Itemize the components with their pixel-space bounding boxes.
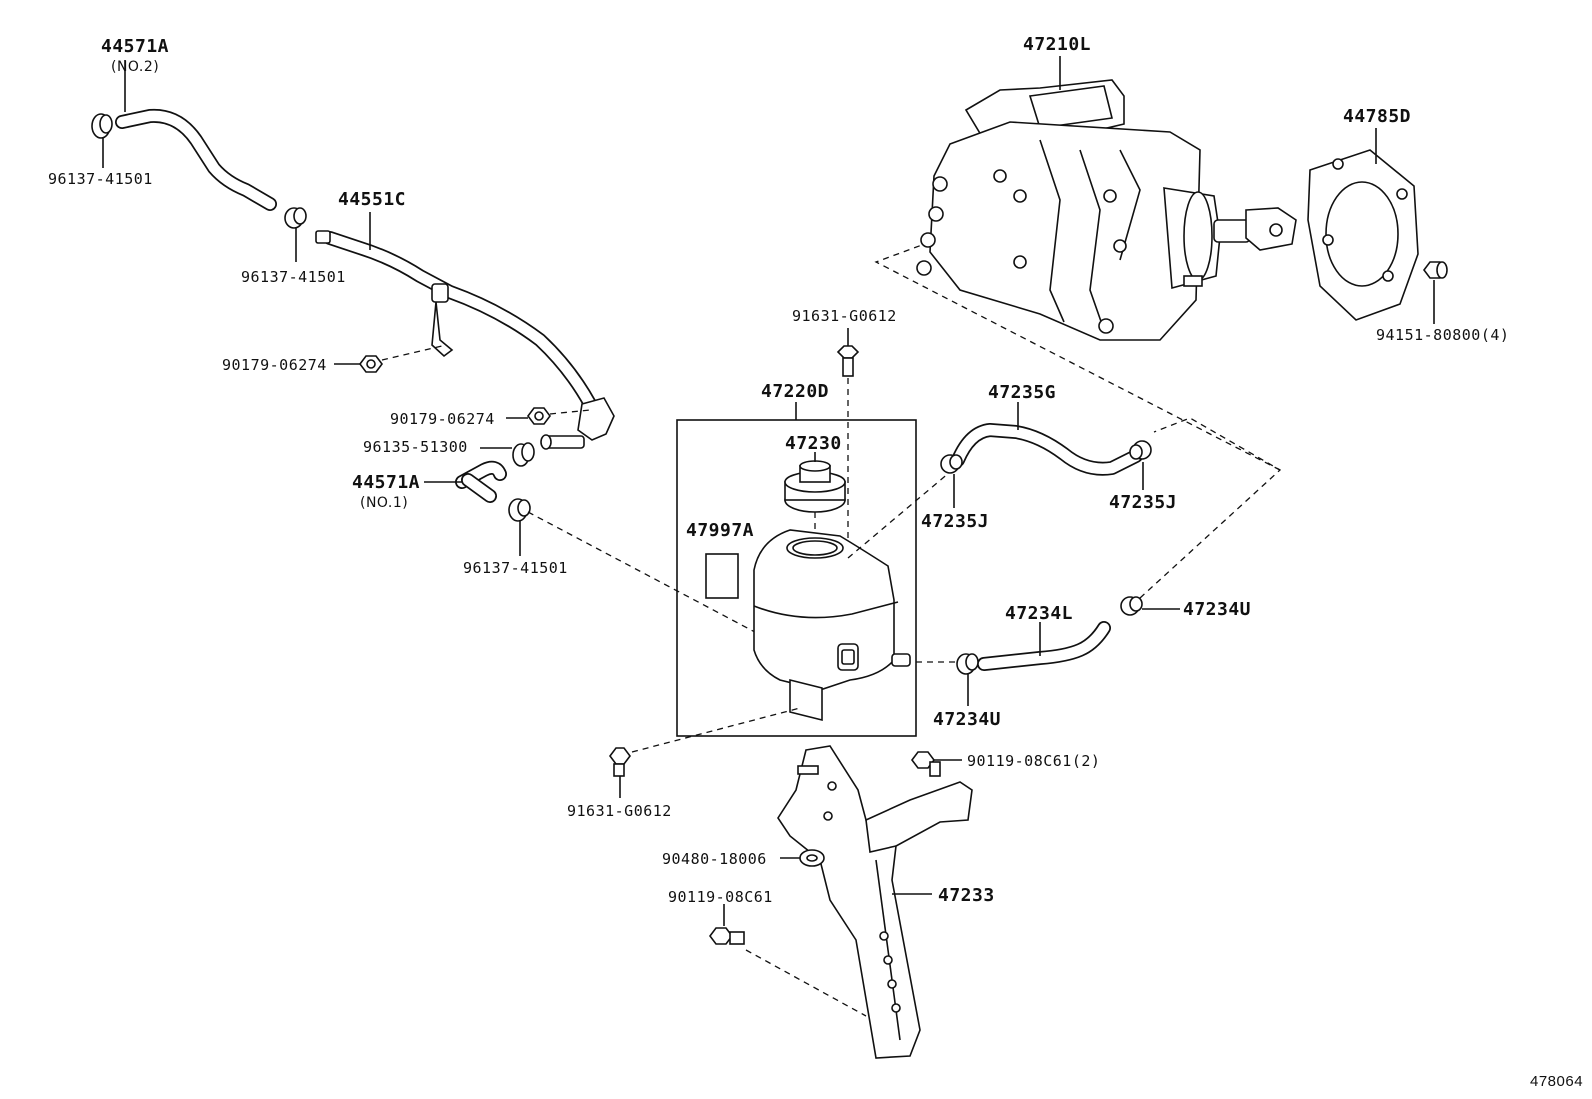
label-47210l: 47210L	[1023, 34, 1092, 55]
label-44571a-no1: 44571A	[352, 472, 421, 493]
brake-booster-47210l	[916, 79, 1297, 341]
label-47230: 47230	[785, 433, 842, 454]
clamp-47235j-left	[940, 454, 963, 474]
label-47234l: 47234L	[1005, 603, 1074, 624]
label-47233: 47233	[938, 885, 995, 906]
label-96137-41501-mid: 96137-41501	[241, 268, 346, 286]
diagram-reference-number: 478064	[1530, 1073, 1584, 1090]
label-47235j-left: 47235J	[921, 511, 990, 532]
bracket-47233	[777, 745, 973, 1059]
label-no2: (NO.2)	[111, 59, 160, 75]
label-91631-g0612-lower: 91631-G0612	[567, 802, 672, 820]
label-90119-08c61-lower: 90119-08C61	[668, 888, 773, 906]
label-44551c: 44551C	[338, 189, 407, 210]
label-94151-80800: 94151-80800(4)	[1376, 326, 1510, 344]
label-47234u-bottom: 47234U	[933, 709, 1002, 730]
label-no1: (NO.1)	[360, 495, 409, 511]
label-90480-18006: 90480-18006	[662, 850, 767, 868]
label-96135-51300: 96135-51300	[363, 438, 468, 456]
clamp-47235j-right	[1129, 440, 1152, 460]
hose-44551c	[315, 230, 615, 441]
washer-90480-18006	[799, 849, 825, 867]
bolt-91631-g0612-top	[836, 345, 860, 377]
bolt-91631-g0612-lower	[609, 747, 631, 777]
hose-47234l	[977, 621, 1111, 671]
nut-90179-06274-b	[527, 407, 551, 425]
label-47235j-right: 47235J	[1109, 492, 1178, 513]
label-47997a: 47997A	[686, 520, 755, 541]
bolt-90119-08c61-lower	[709, 927, 745, 945]
clamp-96137-41501-top	[91, 113, 113, 139]
clamp-96137-41501-mid	[284, 207, 307, 229]
nut-94151-80800	[1423, 261, 1448, 279]
label-90179-06274-a: 90179-06274	[222, 356, 327, 374]
hose-44571a-no2	[115, 108, 277, 211]
clamp-96137-41501-lower	[508, 498, 531, 522]
cap-47230	[784, 460, 846, 513]
label-44571a-no2: 44571A	[101, 36, 170, 57]
label-plate-47997a	[705, 553, 739, 599]
label-96137-41501-top: 96137-41501	[48, 170, 153, 188]
label-47235g: 47235G	[988, 382, 1057, 403]
clamp-47234u-bottom	[956, 653, 979, 675]
union-96135-51300	[512, 434, 585, 467]
gasket-44785d	[1307, 149, 1419, 321]
label-44785d: 44785D	[1343, 106, 1412, 127]
label-90119-08c61-pair: 90119-08C61(2)	[967, 752, 1101, 770]
nut-90179-06274-a	[359, 355, 383, 373]
hose-44571a-no1	[455, 460, 507, 503]
reservoir-tank	[753, 529, 911, 722]
label-47234u-right: 47234U	[1183, 599, 1252, 620]
label-91631-g0612-top: 91631-G0612	[792, 307, 897, 325]
label-47220d: 47220D	[761, 381, 830, 402]
clamp-47234u-right	[1120, 596, 1143, 616]
label-90179-06274-b: 90179-06274	[390, 410, 495, 428]
hose-47235g	[951, 423, 1143, 476]
label-96137-41501-lower: 96137-41501	[463, 559, 568, 577]
bolt-90119-08c61-pair	[911, 751, 941, 777]
